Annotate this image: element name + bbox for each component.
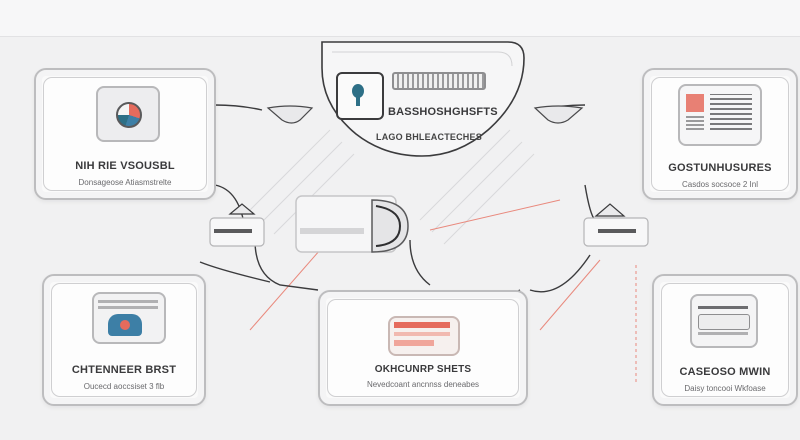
hub-progress-strip	[392, 72, 486, 90]
card-stack-icon	[388, 316, 460, 356]
lock-folder-icon	[92, 292, 166, 344]
flow-line	[199, 261, 271, 283]
flow-line	[584, 184, 596, 221]
hatch-line	[261, 141, 343, 223]
left-arrow-box	[209, 203, 265, 247]
right-bottom-card: CASEOSO MWIN Daisy toncooi Wkfoase	[652, 274, 798, 406]
left-bottom-subtitle: Oucecd aoccsiset 3 flb	[83, 382, 165, 391]
hatch-line	[249, 129, 331, 211]
flow-line	[529, 254, 591, 293]
flow-line	[409, 239, 431, 286]
left-top-card: NIH RIE VSOUSBL Donsageose Atiasmstrelte	[34, 68, 216, 200]
hatch-line	[443, 153, 535, 245]
right-arrow-box	[583, 203, 649, 247]
right-top-subtitle: Casdos socsoce 2 Inl	[681, 180, 759, 189]
left-top-subtitle: Donsageose Atiasmstrelte	[78, 178, 172, 187]
top-center-title: BASSHOSHGHSFTS	[388, 106, 498, 118]
top-center-hub: BASSHOSHGHSFTS LAGO BHLEACTECHES	[318, 38, 528, 162]
card-frame	[327, 299, 519, 397]
flow-line	[254, 239, 319, 291]
document-icon	[678, 84, 762, 146]
hatch-line	[419, 129, 511, 221]
hub-shape	[321, 41, 525, 157]
hatch-line	[431, 141, 523, 233]
center-bottom-title: OKHCUNRP SHETS	[374, 364, 472, 375]
right-bottom-title: CASEOSO MWIN	[679, 366, 771, 378]
header-band	[0, 0, 800, 37]
gear-doc-icon	[336, 72, 384, 120]
left-bottom-card: CHTENNEER BRST Oucecd aoccsiset 3 flb	[42, 274, 206, 406]
left-funnel	[266, 105, 314, 124]
left-bottom-title: CHTENNEER BRST	[71, 364, 177, 376]
right-top-card: GOSTUNHUSURES Casdos socsoce 2 Inl	[642, 68, 798, 200]
hatch-line	[273, 153, 355, 235]
center-cylinder	[295, 195, 409, 253]
flow-line	[214, 104, 263, 111]
center-bottom-card: OKHCUNRP SHETS Nevedcoant ancnnss deneab…	[318, 290, 528, 406]
red-connector	[539, 259, 601, 331]
left-top-title: NIH RIE VSOUSBL	[75, 160, 175, 172]
red-connector	[249, 249, 321, 331]
red-connector	[429, 199, 561, 231]
right-top-title: GOSTUNHUSURES	[668, 162, 772, 174]
center-bottom-subtitle: Nevedcoant ancnnss deneabes	[366, 380, 480, 389]
spiral-shield-icon	[96, 86, 160, 142]
tray-icon	[690, 294, 758, 348]
right-bottom-subtitle: Daisy toncooi Wkfoase	[684, 384, 766, 393]
top-center-subtitle: LAGO BHLEACTECHES	[376, 132, 482, 142]
right-funnel	[533, 105, 584, 124]
